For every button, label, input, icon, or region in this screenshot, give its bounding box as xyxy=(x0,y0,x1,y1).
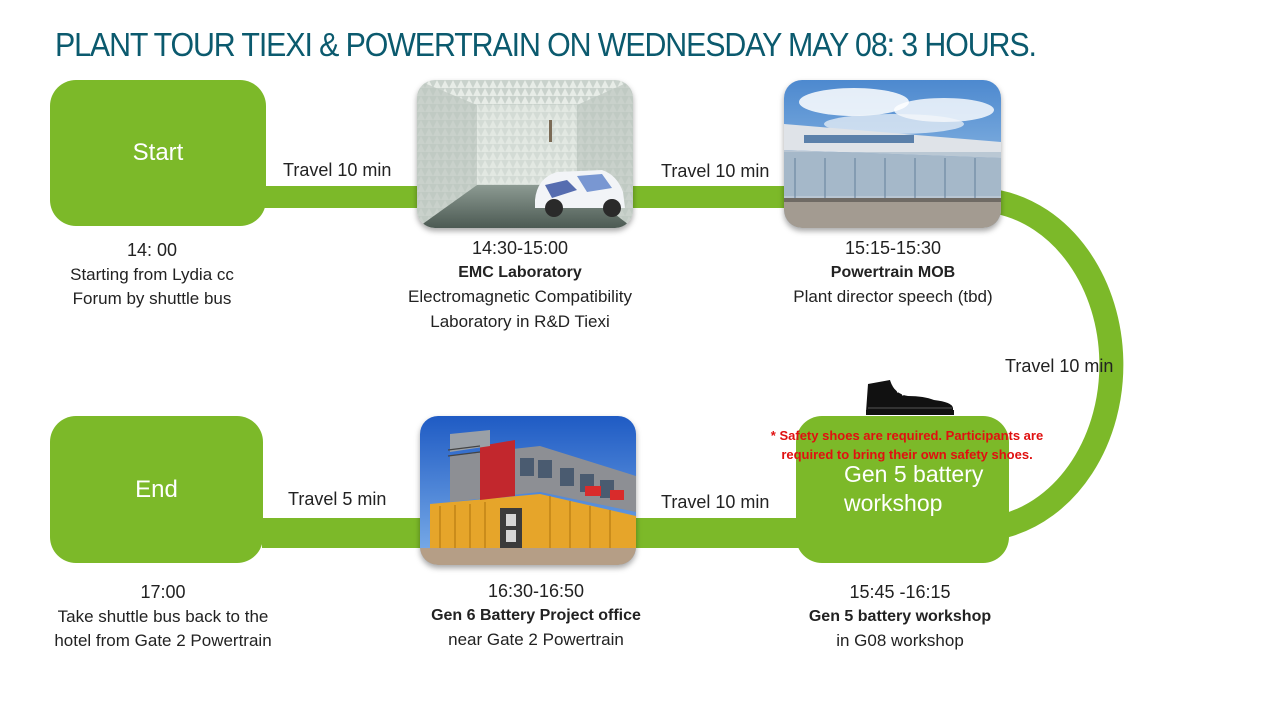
shoe-icon xyxy=(866,380,954,415)
gen6-time: 16:30-16:50 xyxy=(487,581,585,601)
gen5-box: Gen 5 battery workshop xyxy=(796,416,1009,563)
gen5-info: 15:45 -16:15 Gen 5 battery workshop in G… xyxy=(775,580,1025,654)
end-time: 17:00 xyxy=(140,582,186,602)
emc-laboratory-photo xyxy=(417,80,633,228)
gen6-line1: near Gate 2 Powertrain xyxy=(448,630,624,649)
mob-name: Powertrain MOB xyxy=(830,263,956,281)
emc-line1: Electromagnetic Compatibility xyxy=(408,287,632,306)
emc-info: 14:30-15:00 EMC Laboratory Electromagnet… xyxy=(395,236,645,334)
end-label: End xyxy=(135,475,178,503)
gen5-box-label: Gen 5 battery workshop xyxy=(844,461,984,516)
track-emc-mob xyxy=(628,186,788,208)
start-info: 14: 00 Starting from Lydia cc Forum by s… xyxy=(42,238,262,312)
track-gen6-gen5 xyxy=(632,518,800,548)
emc-name: EMC Laboratory xyxy=(458,263,582,281)
emc-time: 14:30-15:00 xyxy=(471,238,569,258)
end-line2: hotel from Gate 2 Powertrain xyxy=(54,631,272,650)
start-line1: Starting from Lydia cc xyxy=(70,264,234,284)
track-end-gen6 xyxy=(262,518,424,548)
travel-gen6-end: Travel 5 min xyxy=(288,489,387,509)
travel-start-emc: Travel 10 min xyxy=(283,160,392,180)
mob-line1: Plant director speech (tbd) xyxy=(793,287,993,306)
travel-gen5-gen6: Travel 10 min xyxy=(661,492,770,512)
end-box: End xyxy=(50,416,263,563)
end-info: 17:00 Take shuttle bus back to the hotel… xyxy=(42,580,284,654)
travel-mob-gen5: Travel 10 min xyxy=(1005,356,1114,376)
safety-warning: * Safety shoes are required. Participant… xyxy=(748,426,1066,464)
end-line1: Take shuttle bus back to the xyxy=(57,606,269,626)
track-start-emc xyxy=(262,186,422,208)
safety-warning-line2: required to bring their own safety shoes… xyxy=(781,447,1033,462)
start-label: Start xyxy=(132,139,184,166)
travel-emc-mob: Travel 10 min xyxy=(661,161,770,181)
page-title: PLANT TOUR TIEXI & POWERTRAIN ON WEDNESD… xyxy=(55,26,1037,63)
gen6-name: Gen 6 Battery Project office xyxy=(431,606,641,624)
gen6-battery-office-photo xyxy=(420,416,636,565)
safety-warning-line1: * Safety shoes are required. Participant… xyxy=(770,428,1044,443)
mob-time: 15:15-15:30 xyxy=(844,238,942,258)
powertrain-mob-photo xyxy=(784,80,1001,228)
mob-info: 15:15-15:30 Powertrain MOB Plant directo… xyxy=(768,236,1018,310)
gen5-name: Gen 5 battery workshop xyxy=(808,607,992,625)
start-line2: Forum by shuttle bus xyxy=(72,289,232,308)
emc-line2: Laboratory in R&D Tiexi xyxy=(430,311,610,331)
gen6-info: 16:30-16:50 Gen 6 Battery Project office… xyxy=(396,579,676,653)
start-box: Start xyxy=(50,80,266,226)
gen5-time: 15:45 -16:15 xyxy=(849,582,951,602)
start-time: 14: 00 xyxy=(126,240,178,260)
gen5-line1: in G08 workshop xyxy=(836,631,964,650)
